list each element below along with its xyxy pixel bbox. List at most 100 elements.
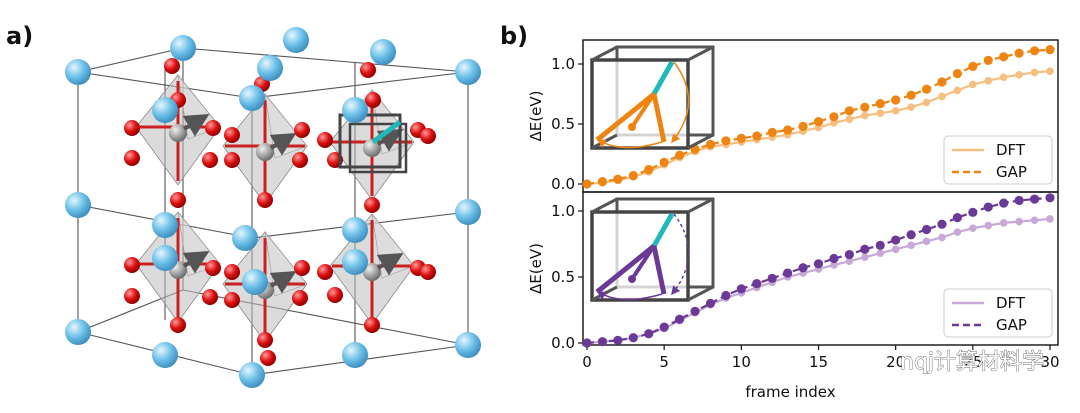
- data-point: [937, 219, 947, 229]
- oxygen-atom: [294, 260, 310, 276]
- data-point: [952, 69, 963, 79]
- displacement-arrow: [269, 132, 297, 156]
- strontium-atom: [455, 59, 481, 85]
- data-point: [861, 253, 869, 261]
- strontium-atom: [65, 319, 91, 345]
- data-point: [907, 241, 915, 250]
- cell-edge: [182, 47, 469, 73]
- data-point: [798, 263, 808, 273]
- data-point: [752, 279, 762, 289]
- strontium-atom: [239, 85, 265, 111]
- data-point: [752, 131, 762, 141]
- legend-label: DFT: [996, 294, 1026, 312]
- data-point: [860, 102, 870, 112]
- data-point: [829, 112, 839, 122]
- displacement-arrow: [182, 113, 210, 137]
- pathway-inset: [590, 45, 715, 150]
- displacement-arrow: [376, 128, 404, 152]
- oxygen-atom: [124, 120, 140, 136]
- x-tick-label: 20: [886, 353, 905, 371]
- inset-cube-edge: [687, 285, 714, 302]
- oxygen-atom: [327, 287, 343, 303]
- data-point: [644, 165, 654, 175]
- data-point: [1030, 216, 1039, 225]
- data-point: [1015, 217, 1023, 226]
- data-point: [783, 268, 793, 278]
- inset-bond: [630, 92, 656, 129]
- data-point: [690, 306, 700, 316]
- data-point: [1030, 68, 1039, 77]
- data-point: [1014, 195, 1024, 206]
- strontium-atom: [342, 342, 368, 368]
- oxygen-atom: [202, 289, 218, 305]
- strontium-atom: [342, 249, 368, 275]
- strontium-atom: [342, 217, 368, 243]
- data-point: [705, 139, 716, 149]
- strontium-atom: [152, 342, 178, 368]
- strontium-atom: [370, 39, 396, 65]
- strontium-atom: [152, 212, 178, 238]
- data-point: [830, 261, 838, 269]
- strontium-atom: [342, 97, 368, 123]
- data-point: [613, 174, 623, 184]
- oxygen-atom: [317, 132, 333, 148]
- x-tick-label: 30: [1040, 353, 1059, 371]
- oxygen-atom: [170, 317, 186, 333]
- plot-frame: [582, 191, 1059, 346]
- displacement-arrow: [269, 270, 297, 294]
- x-tick-label: 0: [582, 353, 592, 371]
- oxygen-atom: [260, 350, 276, 366]
- data-point: [861, 111, 869, 120]
- oxygen-atom: [292, 290, 308, 306]
- panel-b-label: b): [500, 22, 528, 50]
- data-point: [969, 224, 977, 232]
- data-point: [721, 136, 731, 146]
- data-point: [969, 80, 977, 89]
- data-point: [984, 77, 993, 85]
- strontium-atom: [242, 269, 268, 295]
- data-point: [582, 338, 592, 348]
- data-point: [1029, 194, 1040, 204]
- data-point: [736, 284, 746, 294]
- data-point: [983, 55, 993, 65]
- data-point: [628, 171, 638, 181]
- data-point: [736, 133, 746, 143]
- y-tick-label: 0.5: [551, 268, 575, 286]
- data-point: [984, 221, 993, 230]
- oxygen-atom: [420, 128, 436, 144]
- oxygen-atom: [360, 62, 376, 78]
- oxygen-atom: [205, 260, 221, 276]
- data-point: [1014, 48, 1024, 58]
- data-point: [675, 150, 685, 160]
- data-point: [891, 235, 901, 245]
- data-point: [1046, 67, 1054, 75]
- data-point: [813, 117, 824, 127]
- data-point: [582, 179, 592, 189]
- inset-cube-edge: [687, 45, 714, 62]
- inset-atom: [628, 123, 636, 131]
- data-point: [659, 157, 669, 167]
- strontium-atom: [170, 35, 196, 61]
- x-tick-label: 15: [809, 353, 828, 371]
- data-point: [953, 86, 962, 95]
- data-point: [953, 228, 962, 236]
- oxygen-atom: [364, 197, 380, 213]
- x-tick-label: 5: [659, 353, 669, 371]
- panel-a-label: a): [6, 22, 33, 50]
- inset-bond-cyan: [651, 60, 675, 96]
- inset-cube-edge: [687, 197, 714, 214]
- data-point: [597, 177, 608, 187]
- data-point: [999, 198, 1009, 208]
- data-point: [845, 115, 854, 123]
- data-point: [938, 233, 946, 242]
- data-point: [675, 314, 685, 324]
- x-tick-label: 10: [732, 353, 751, 371]
- oxygen-atom: [292, 152, 308, 168]
- cell-edge: [251, 71, 469, 99]
- oxygen-atom: [224, 264, 240, 280]
- watermark-text: nqj计算材料学: [900, 350, 1044, 375]
- data-point: [906, 230, 916, 240]
- data-point: [783, 125, 793, 135]
